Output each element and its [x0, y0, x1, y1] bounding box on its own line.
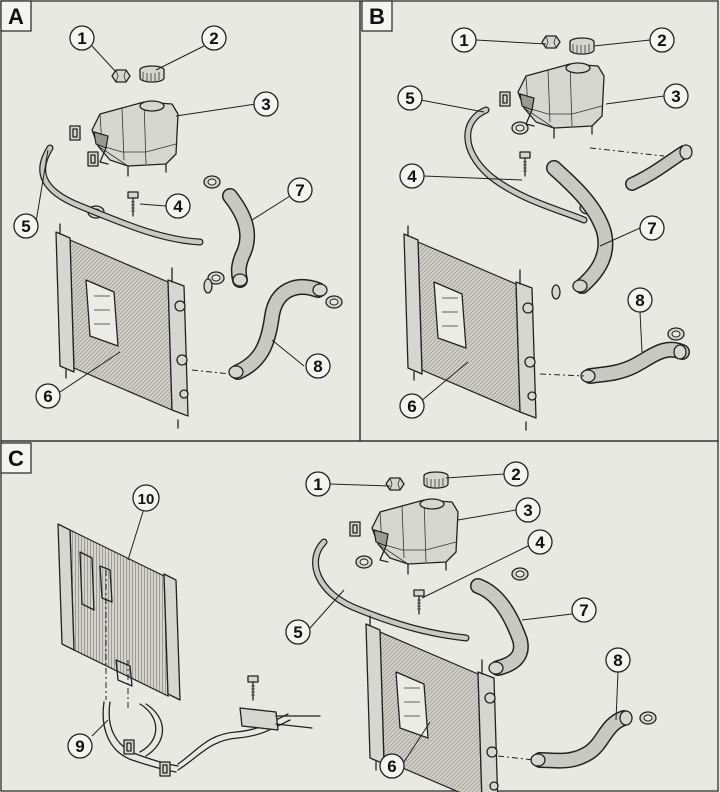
tank-nut [111, 69, 131, 83]
svg-text:8: 8 [613, 651, 622, 670]
callout-c-3: 3 [515, 497, 541, 523]
hose-clamp [325, 295, 343, 309]
svg-text:4: 4 [535, 533, 545, 552]
panel-c-frame [0, 440, 719, 792]
callout-a-7: 7 [287, 177, 313, 203]
callout-c-6: 6 [379, 753, 405, 779]
tank-nut [385, 477, 405, 491]
hose-clamp [667, 327, 685, 341]
callout-a-3: 3 [253, 91, 279, 117]
hose-clip [159, 761, 171, 777]
callout-a-5: 5 [13, 213, 39, 239]
callout-b-2: 2 [649, 27, 675, 53]
callout-a-2: 2 [201, 25, 227, 51]
mounting-bolt [519, 151, 531, 177]
callout-a-6: 6 [35, 383, 61, 409]
svg-text:B: B [369, 4, 385, 29]
hose-clip [87, 151, 99, 167]
hose-clip [123, 739, 135, 755]
svg-text:1: 1 [313, 475, 322, 494]
mounting-bolt [127, 191, 139, 217]
expansion-tank [91, 100, 179, 177]
callout-c-4: 4 [527, 529, 553, 555]
panel-a-label: A [0, 0, 32, 32]
callout-b-4: 4 [399, 163, 425, 189]
tank-cap [569, 37, 595, 55]
hose-clip [349, 521, 361, 537]
tank-nut [541, 35, 561, 49]
svg-text:8: 8 [313, 357, 322, 376]
hose-clamp [639, 711, 657, 725]
tank-cap [139, 65, 165, 83]
svg-text:2: 2 [511, 465, 520, 484]
svg-text:5: 5 [293, 623, 302, 642]
svg-text:7: 7 [295, 181, 304, 200]
panel-a-drawing [35, 45, 343, 429]
svg-text:7: 7 [647, 219, 656, 238]
radiator [55, 223, 189, 429]
svg-text:9: 9 [75, 737, 84, 756]
callout-a-8: 8 [305, 353, 331, 379]
svg-text:3: 3 [261, 95, 270, 114]
callout-c-10: 10 [132, 484, 160, 512]
svg-text:8: 8 [635, 291, 644, 310]
tank-cap [423, 471, 449, 489]
mounting-bolt [413, 589, 425, 615]
panel-c-drawing [57, 471, 657, 792]
callout-a-4: 4 [165, 193, 191, 219]
hose-clamp [511, 567, 529, 581]
svg-text:6: 6 [43, 387, 52, 406]
svg-text:A: A [8, 4, 24, 29]
panel-c-label: C [0, 442, 32, 474]
svg-text:1: 1 [77, 29, 86, 48]
callout-a-1: 1 [69, 25, 95, 51]
hose-clamp [355, 555, 373, 569]
hose-clip [499, 91, 511, 107]
mounting-bolt [247, 675, 259, 701]
svg-text:3: 3 [671, 87, 680, 106]
svg-text:5: 5 [21, 217, 30, 236]
svg-text:10: 10 [138, 491, 155, 508]
callout-c-7: 7 [571, 597, 597, 623]
callout-c-1: 1 [305, 471, 331, 497]
callout-b-5: 5 [397, 85, 423, 111]
hose-clamp [203, 175, 221, 189]
hose-clamp [511, 121, 529, 135]
callout-c-9: 9 [67, 733, 93, 759]
svg-text:6: 6 [387, 757, 396, 776]
expansion-tank [371, 498, 459, 575]
svg-text:4: 4 [173, 197, 183, 216]
svg-text:6: 6 [407, 397, 416, 416]
callout-c-5: 5 [285, 619, 311, 645]
svg-text:7: 7 [579, 601, 588, 620]
callout-b-7: 7 [639, 215, 665, 241]
callout-b-8: 8 [627, 287, 653, 313]
callout-b-1: 1 [451, 27, 477, 53]
hose-clip [69, 125, 81, 141]
svg-text:2: 2 [657, 31, 666, 50]
svg-text:2: 2 [209, 29, 218, 48]
svg-text:3: 3 [523, 501, 532, 520]
callout-c-2: 2 [503, 461, 529, 487]
svg-text:5: 5 [405, 89, 414, 108]
panel-b-drawing [403, 35, 693, 431]
callout-b-3: 3 [663, 83, 689, 109]
panel-b-label: B [361, 0, 393, 32]
condenser [57, 523, 181, 701]
expansion-tank [517, 62, 605, 139]
svg-text:C: C [8, 446, 24, 471]
svg-text:1: 1 [459, 31, 468, 50]
callout-c-8: 8 [605, 647, 631, 673]
callout-b-6: 6 [399, 393, 425, 419]
svg-text:4: 4 [407, 167, 417, 186]
